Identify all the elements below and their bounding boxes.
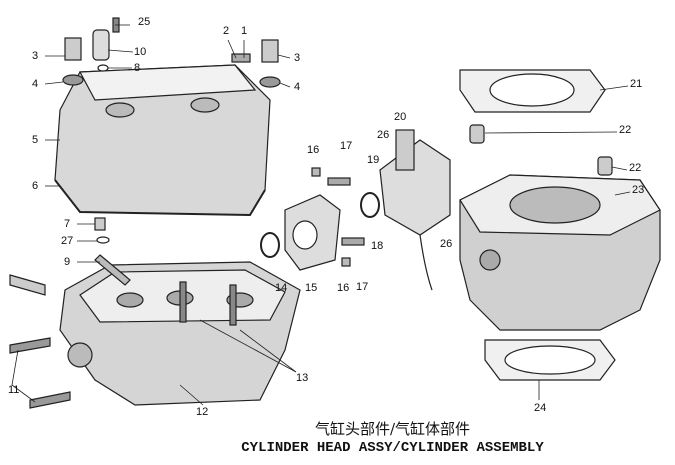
callout-3-right: 3: [294, 52, 301, 64]
callout-15: 15: [305, 282, 318, 294]
callout-4-right: 4: [294, 81, 301, 93]
callout-8: 8: [134, 62, 141, 74]
callout-13: 13: [296, 372, 309, 384]
callout-23: 23: [632, 184, 645, 196]
callout-26: 26: [377, 129, 390, 141]
callout-11: 11: [8, 384, 20, 396]
callout-26-lower: 26: [440, 238, 453, 250]
callout-22: 22: [619, 124, 632, 136]
callout-7: 7: [64, 218, 71, 230]
callout-24: 24: [534, 402, 547, 414]
callout-21: 21: [630, 78, 643, 90]
callout-25: 25: [138, 16, 151, 28]
callout-6: 6: [32, 180, 39, 192]
caption-english: CYLINDER HEAD ASSY/CYLINDER ASSEMBLY: [241, 440, 544, 456]
callout-3: 3: [32, 50, 39, 62]
callout-20: 20: [394, 111, 407, 123]
callout-19: 19: [367, 154, 380, 166]
callout-10: 10: [134, 46, 147, 58]
callout-16-lower: 16: [337, 282, 350, 294]
callout-18: 18: [371, 240, 384, 252]
callout-9: 9: [64, 256, 71, 268]
callout-2: 2: [223, 25, 230, 37]
callout-12: 12: [196, 406, 209, 418]
callout-4: 4: [32, 78, 39, 90]
callout-27: 27: [61, 235, 74, 247]
callout-14: 14: [275, 282, 288, 294]
carburetor: [379, 139, 451, 236]
callout-1: 1: [241, 25, 248, 37]
callout-22-lower: 22: [629, 162, 642, 174]
callout-17: 17: [340, 140, 353, 152]
leader-lines: [11, 24, 631, 406]
callout-16: 16: [307, 144, 320, 156]
caption-chinese: 气缸头部件/气缸体部件: [314, 420, 471, 438]
callout-5: 5: [32, 134, 39, 146]
callout-17-lower: 17: [356, 281, 369, 293]
